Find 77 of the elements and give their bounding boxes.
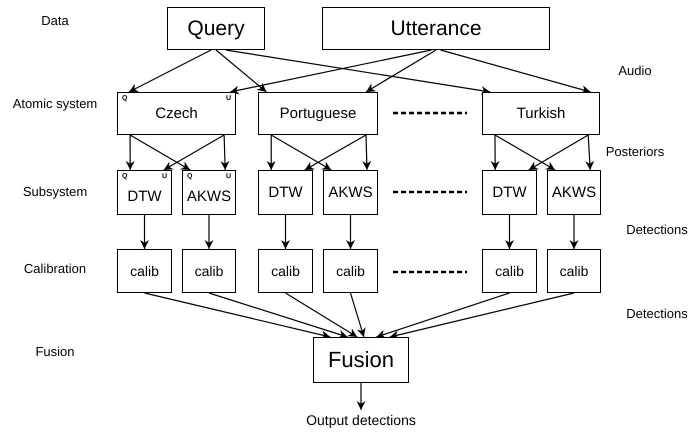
- process-box: [313, 337, 409, 383]
- box-label: calib: [560, 264, 588, 278]
- arrow: [528, 134, 588, 171]
- arrow: [281, 215, 290, 249]
- box-label: AKWS: [552, 185, 596, 200]
- box-label: calib: [130, 264, 159, 278]
- arrow: [266, 135, 276, 170]
- calibration-box: [482, 249, 537, 293]
- box-label: Portuguese: [280, 106, 356, 121]
- row-label: Posteriors: [604, 145, 666, 159]
- arrow: [356, 383, 366, 410]
- row-label: Audio: [617, 64, 653, 78]
- process-box: [258, 92, 378, 135]
- box-label: AKWS: [186, 189, 232, 204]
- arrow: [204, 215, 214, 249]
- arrow: [585, 134, 594, 170]
- arrow: [216, 50, 267, 92]
- arrow: [126, 135, 135, 170]
- arrow: [140, 215, 149, 249]
- arrow: [362, 134, 372, 170]
- row-label: Subsystem: [22, 185, 88, 199]
- arrow: [350, 292, 366, 338]
- arrow: [376, 292, 510, 338]
- calibration-box: [547, 249, 601, 293]
- output-text: Output detections: [306, 413, 416, 427]
- box-label: Fusion: [328, 349, 394, 371]
- arrow: [144, 292, 330, 340]
- box-label: DTW: [127, 189, 162, 204]
- arrow: [346, 215, 355, 249]
- arrow: [304, 134, 366, 171]
- subsystem-box: [182, 170, 236, 215]
- calibration-box: [117, 249, 172, 293]
- row-label: Atomic system: [12, 97, 98, 111]
- arrow: [490, 135, 500, 170]
- box-label: DTW: [268, 185, 303, 200]
- arrow: [226, 49, 490, 96]
- row-label: Detections: [625, 307, 689, 321]
- box-label: calib: [336, 264, 365, 278]
- arrow: [570, 215, 578, 249]
- arrow: [270, 134, 332, 171]
- process-box: [167, 7, 265, 50]
- process-box: [322, 7, 550, 50]
- arrow: [130, 134, 190, 171]
- box-label: calib: [271, 264, 300, 278]
- arrow: [285, 292, 358, 338]
- subsystem-box: [482, 170, 537, 215]
- calibration-box: [182, 249, 236, 293]
- subsystem-box: [117, 170, 172, 215]
- arrow: [128, 49, 212, 93]
- process-box: [482, 92, 600, 135]
- box-label: Turkish: [516, 106, 566, 121]
- box-label: DTW: [492, 185, 527, 200]
- arrow: [505, 215, 514, 249]
- arrow: [390, 292, 574, 340]
- arrow: [220, 134, 230, 170]
- arrow: [440, 49, 591, 94]
- calibration-box: [323, 249, 378, 293]
- box-label: calib: [194, 264, 224, 278]
- arrow: [366, 49, 436, 93]
- subsystem-box: [547, 170, 601, 215]
- subsystem-box: [258, 170, 313, 215]
- arrow: [163, 134, 224, 171]
- box-label: Query: [187, 18, 245, 39]
- arrow: [230, 49, 432, 95]
- row-label: Fusion: [34, 345, 76, 359]
- box-label: Utterance: [390, 18, 482, 39]
- arrow: [208, 292, 348, 339]
- process-box: [117, 92, 236, 135]
- box-label: Czech: [155, 106, 198, 121]
- calibration-box: [258, 249, 313, 293]
- row-label: Detections: [625, 223, 689, 237]
- subsystem-box: [323, 170, 378, 215]
- box-label: calib: [495, 264, 524, 278]
- row-label: Data: [40, 14, 70, 28]
- row-label: Calibration: [22, 262, 88, 276]
- box-label: AKWS: [328, 185, 373, 200]
- arrow: [494, 134, 556, 171]
